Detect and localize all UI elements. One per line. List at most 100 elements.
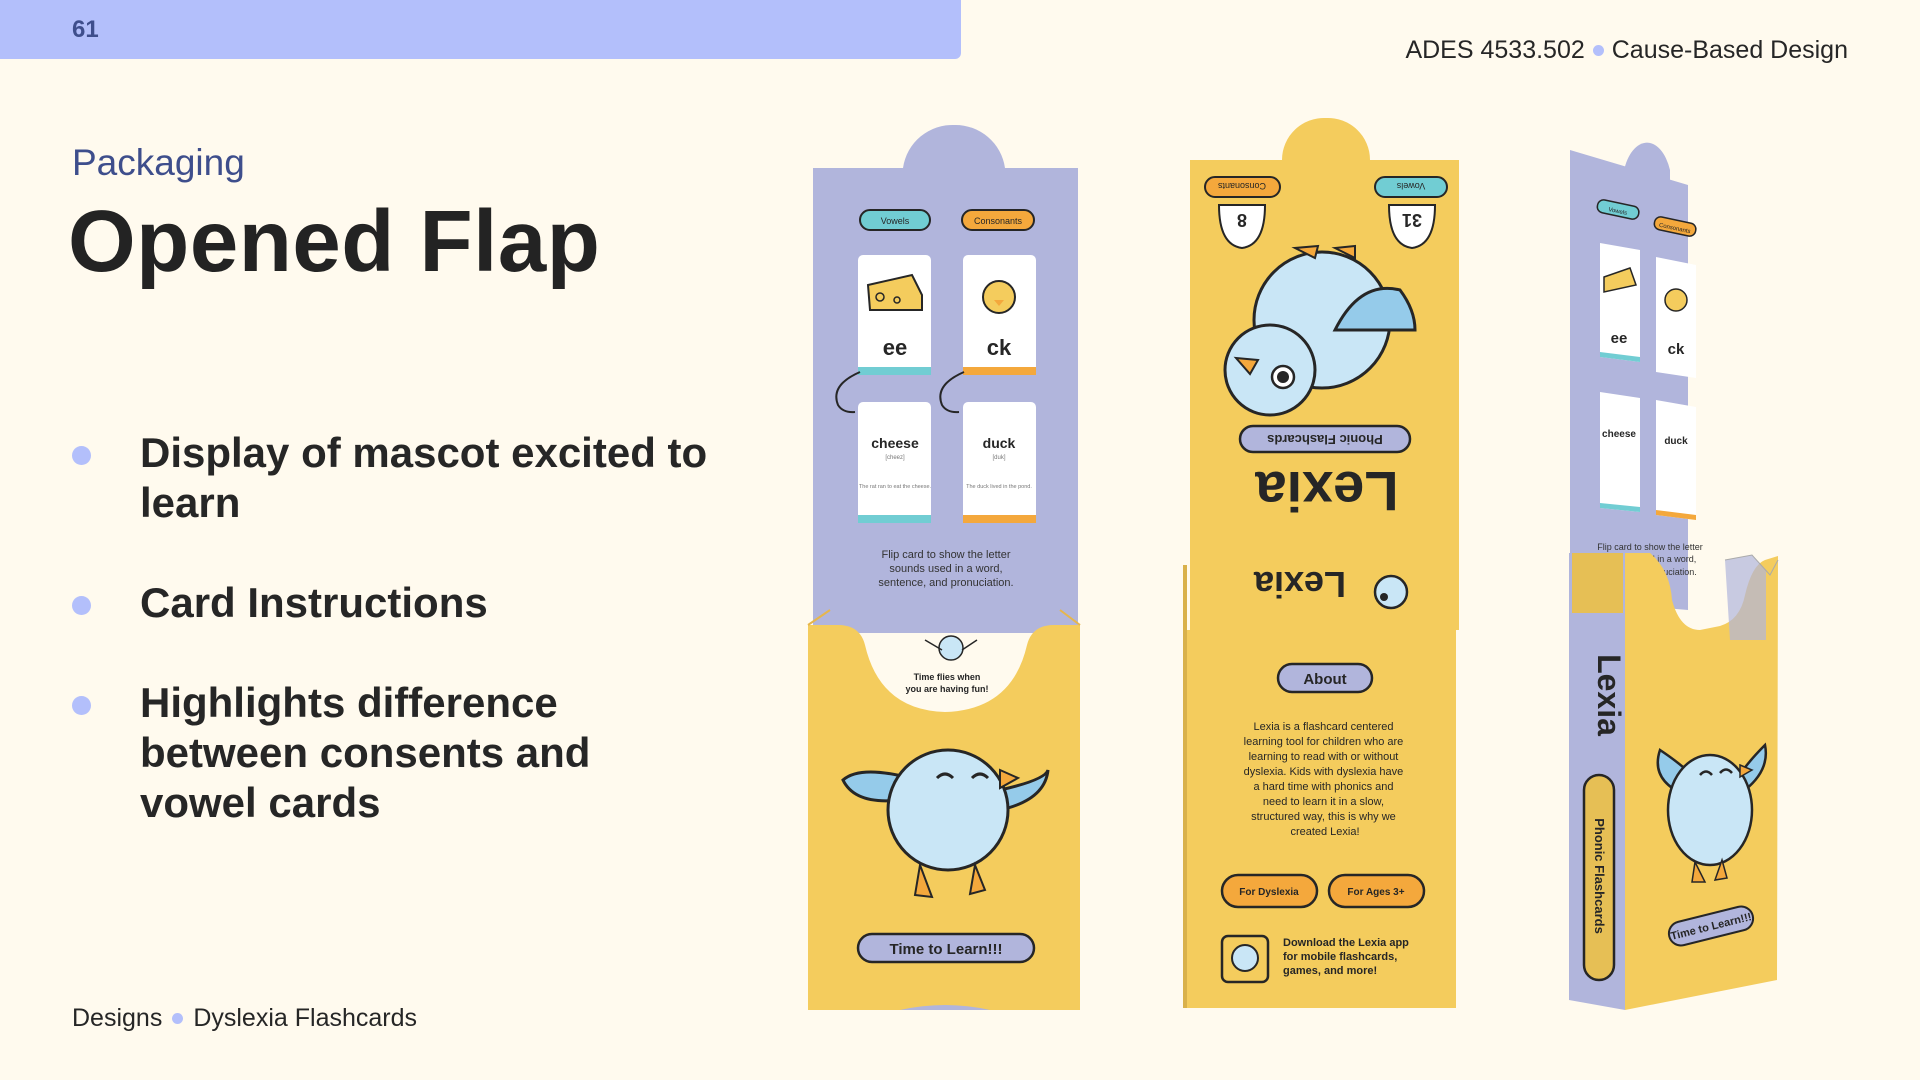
flip-arrow-icon [835,371,861,414]
bullet-text: Display of mascot excited to learn [140,429,708,526]
bullet-dot [72,696,91,715]
back-flap [1725,555,1766,640]
bullet-item: Card Instructions [72,578,712,628]
inner-flap-panel [813,168,1078,633]
tagline-line: Time flies when [914,672,981,682]
word-duck: duck [1664,436,1688,447]
count-badge [1217,204,1267,250]
small-bird-wings [924,639,978,651]
cheese-icon [1603,267,1637,293]
duck-icon [982,280,1016,314]
duck-beak [994,300,1004,306]
header-bar: 61 [0,0,961,59]
about-text: Lexia is a flashcard centered learning t… [1244,721,1407,838]
flap-tab [903,124,1005,168]
fold-lines [807,609,1081,626]
download-line: games, and more! [1283,965,1377,977]
product-pill [1238,424,1412,454]
fold-lines [1724,554,1779,576]
mascot-bird-icon [841,748,1050,899]
sentence-duck: The duck lived in the pond. [966,484,1032,490]
fold-edge [1183,565,1187,1008]
card-duck-stripe [1656,510,1696,520]
consonants-tag [1204,176,1281,198]
bullet-dot [72,446,91,465]
instructions-line: Flip card to show the letter [1597,542,1703,552]
badge-dyslexia-label: For Dyslexia [1239,887,1299,898]
consonants-tag-label: Consonants [1217,181,1266,191]
product-label: Phonic Flashcards [1267,432,1383,447]
vowels-tag-label: Vowels [881,216,910,226]
instructions-line: sentence, and pronuciation. [878,577,1013,589]
about-pill [1276,662,1374,694]
bullet-item: Display of mascot excited to learn [72,428,712,528]
side-brand: Lexia [1591,654,1627,736]
ipa-duck: [duk] [992,455,1005,461]
card-duck-stripe [963,515,1036,523]
cheese-hole [893,296,901,304]
footer: Designs Dyslexia Flashcards [72,1004,417,1033]
separator-dot [1592,45,1604,56]
about-label: About [1303,671,1346,688]
word-duck: duck [983,435,1016,451]
vowel-count: 31 [1402,210,1422,230]
side-product-label: Phonic Flashcards [1592,818,1607,934]
consonants-tag-label: Consonants [974,216,1023,226]
sentence-cheese: The rat ran to eat the cheese. [859,484,932,490]
word-cheese: cheese [1602,429,1636,440]
slide-title: Opened Flap [68,193,601,290]
vowels-tag-label: Vowels [1608,207,1628,217]
cta-pill [856,932,1036,964]
bullet-text: Highlights difference between consents a… [140,679,591,826]
section-label: Packaging [72,142,245,183]
box-side: Vowels Consonants ee ck cheese duck Flip… [1569,142,1779,1010]
download-line: for mobile flashcards, [1283,951,1397,963]
card-ee-label: ee [1611,330,1628,347]
consonants-tag [961,209,1035,231]
consonants-tag [1653,216,1697,237]
vowels-tag-label: Vowels [1396,181,1425,191]
bullet-text: Card Instructions [140,579,488,626]
footer-left: Designs [72,1004,163,1032]
flip-arrow-icon [939,371,965,414]
card-ck-label: ck [987,335,1012,360]
bullet-item: Highlights difference between consents a… [72,678,712,828]
cta-label: Time to Learn!!! [889,941,1002,958]
mascot-bird-icon [1223,244,1417,417]
card-cheese [858,402,931,522]
badge-ages [1327,873,1426,909]
card-ee-label: ee [883,335,907,360]
app-bird-icon [1231,944,1259,972]
course-name: Cause-Based Design [1611,36,1848,64]
vowels-tag [1596,199,1640,220]
bullet-dot [72,596,91,615]
vowels-tag [1374,176,1448,198]
card-ck-label: ck [1668,341,1685,358]
count-badge [1387,204,1437,250]
flap-tab [1282,117,1370,160]
logo-bird-icon [1373,574,1409,610]
card-duck [1656,400,1696,520]
badge-ages-label: For Ages 3+ [1347,887,1404,898]
logo-bird-eye [1380,593,1388,601]
card-cheese-stripe [1600,503,1640,512]
footer-right: Dyslexia Flashcards [193,1004,418,1032]
course-code: ADES 4533.502 [1405,36,1585,64]
page-number: 61 [72,16,99,43]
course-label: ADES 4533.502 Cause-Based Design [1405,36,1848,65]
cheese-hole [875,292,885,302]
side-product-pill [1582,773,1616,982]
download-line: Download the Lexia app [1283,937,1409,949]
ipa-cheese: [cheez] [885,455,905,461]
brand-logo-large: Lexia [1255,460,1399,523]
card-duck [963,402,1036,522]
mascot-bird-icon [1656,742,1768,883]
badge-dyslexia [1220,873,1319,909]
brand-logo-small: Lexia [1253,564,1346,605]
bottom-tab [900,1005,990,1010]
card-ck [963,255,1036,375]
bullet-list: Display of mascot excited to learn Card … [72,428,712,878]
word-cheese: cheese [871,435,919,451]
instructions-line: Flip card to show the letter [881,549,1010,561]
